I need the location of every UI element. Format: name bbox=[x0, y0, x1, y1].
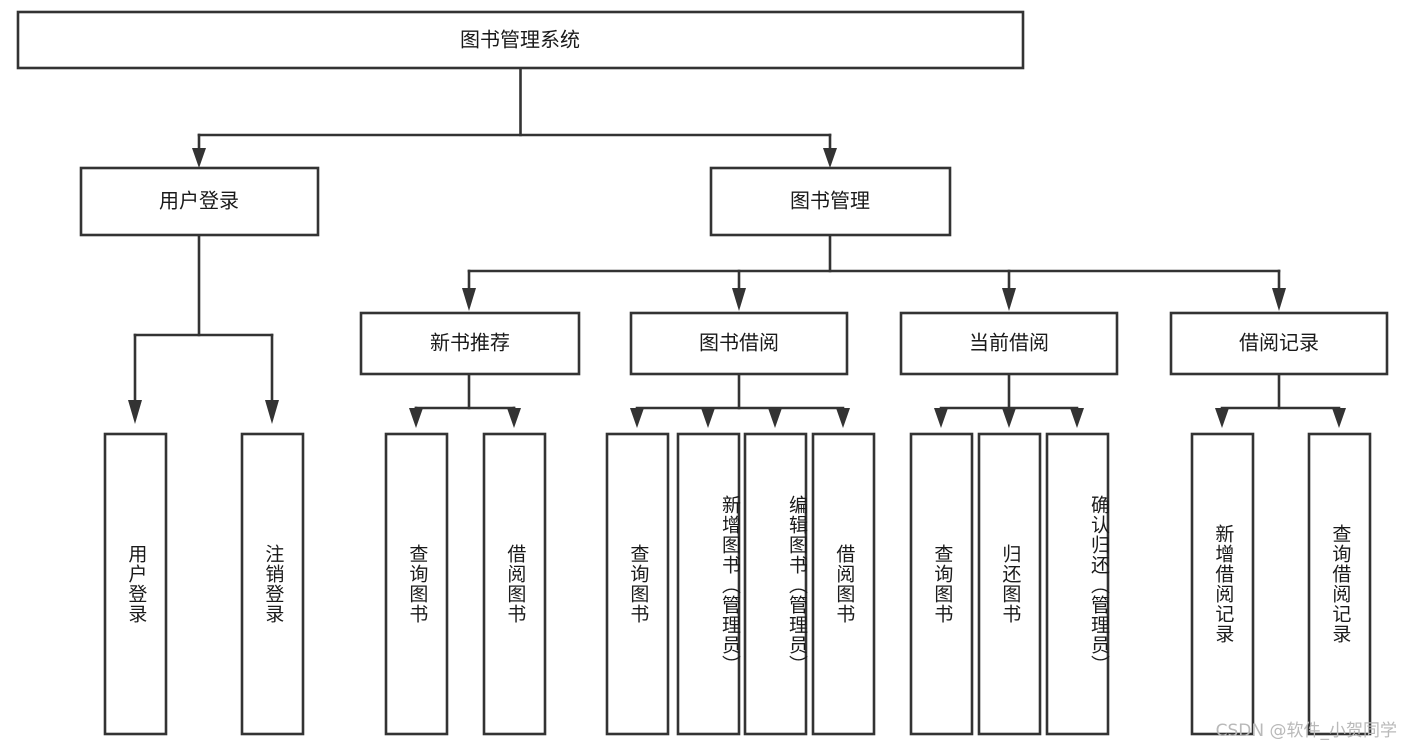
arrow-head-icon bbox=[1070, 408, 1084, 428]
node-box-root[interactable] bbox=[16, 10, 1025, 70]
node-label-current-borrow: 当前借阅 bbox=[969, 331, 1049, 354]
node-box-leaf-query-book-2[interactable] bbox=[605, 432, 670, 736]
connector-group-user-login bbox=[128, 233, 279, 424]
node-label-book-manage: 图书管理 bbox=[790, 189, 870, 212]
node-box-leaf-add-book[interactable] bbox=[676, 432, 741, 736]
node-box-leaf-query-record[interactable] bbox=[1307, 432, 1372, 736]
node-label-root: 图书管理系统 bbox=[460, 28, 580, 51]
arrow-head-icon bbox=[732, 288, 746, 311]
node-user-login[interactable]: 用户登录 bbox=[79, 166, 320, 237]
node-root[interactable]: 图书管理系统 bbox=[16, 10, 1025, 70]
arrow-head-icon bbox=[1332, 408, 1346, 428]
node-label-new-book-recommend: 新书推荐 bbox=[430, 331, 510, 354]
arrow-head-icon bbox=[1002, 288, 1016, 311]
node-label-user-login: 用户登录 bbox=[159, 189, 239, 212]
node-box-current-borrow[interactable] bbox=[899, 311, 1119, 376]
node-book-manage[interactable]: 图书管理 bbox=[709, 166, 952, 237]
node-box-new-book-recommend[interactable] bbox=[359, 311, 581, 376]
node-box-leaf-query-book-3[interactable] bbox=[909, 432, 974, 736]
arrow-head-icon bbox=[1272, 288, 1286, 311]
node-borrow-record[interactable]: 借阅记录 bbox=[1169, 311, 1389, 376]
arrow-head-icon bbox=[507, 408, 521, 428]
arrow-head-icon bbox=[462, 288, 476, 311]
node-current-borrow[interactable]: 当前借阅 bbox=[899, 311, 1119, 376]
arrow-head-icon bbox=[128, 400, 142, 424]
node-box-leaf-return-book[interactable] bbox=[977, 432, 1042, 736]
node-box-leaf-borrow-book-1[interactable] bbox=[482, 432, 547, 736]
arrow-head-icon bbox=[823, 148, 837, 168]
node-new-book-recommend[interactable]: 新书推荐 bbox=[359, 311, 581, 376]
arrow-head-icon bbox=[836, 408, 850, 428]
arrow-head-icon bbox=[192, 148, 206, 168]
arrow-head-icon bbox=[265, 400, 279, 424]
node-box-book-manage[interactable] bbox=[709, 166, 952, 237]
connector-group-new-book-recommend bbox=[409, 372, 521, 428]
node-box-leaf-add-record[interactable] bbox=[1190, 432, 1255, 736]
node-box-borrow-record[interactable] bbox=[1169, 311, 1389, 376]
connector-group-book-borrow bbox=[630, 372, 850, 428]
node-label-book-borrow: 图书借阅 bbox=[699, 331, 779, 354]
arrow-head-icon bbox=[701, 408, 715, 428]
connector-group-current-borrow bbox=[934, 372, 1084, 428]
arrow-head-icon bbox=[1215, 408, 1229, 428]
connector-group-book-manage bbox=[462, 233, 1286, 311]
node-box-leaf-user-login[interactable] bbox=[103, 432, 168, 736]
node-box-leaf-edit-book[interactable] bbox=[743, 432, 808, 736]
node-box-leaf-logout[interactable] bbox=[240, 432, 305, 736]
arrow-head-icon bbox=[768, 408, 782, 428]
connector-group-borrow-record bbox=[1215, 372, 1346, 428]
node-box-leaf-borrow-book-2[interactable] bbox=[811, 432, 876, 736]
arrow-head-icon bbox=[1002, 408, 1016, 428]
node-label-borrow-record: 借阅记录 bbox=[1239, 331, 1319, 354]
node-box-book-borrow[interactable] bbox=[629, 311, 849, 376]
connector-group-root bbox=[192, 66, 837, 168]
node-box-user-login[interactable] bbox=[79, 166, 320, 237]
node-book-borrow[interactable]: 图书借阅 bbox=[629, 311, 849, 376]
node-box-leaf-query-book-1[interactable] bbox=[384, 432, 449, 736]
arrow-head-icon bbox=[409, 408, 423, 428]
arrow-head-icon bbox=[934, 408, 948, 428]
node-box-leaf-confirm-return[interactable] bbox=[1045, 432, 1110, 736]
arrow-head-icon bbox=[630, 408, 644, 428]
watermark-text: CSDN @软件_小贺同学 bbox=[1215, 721, 1397, 741]
